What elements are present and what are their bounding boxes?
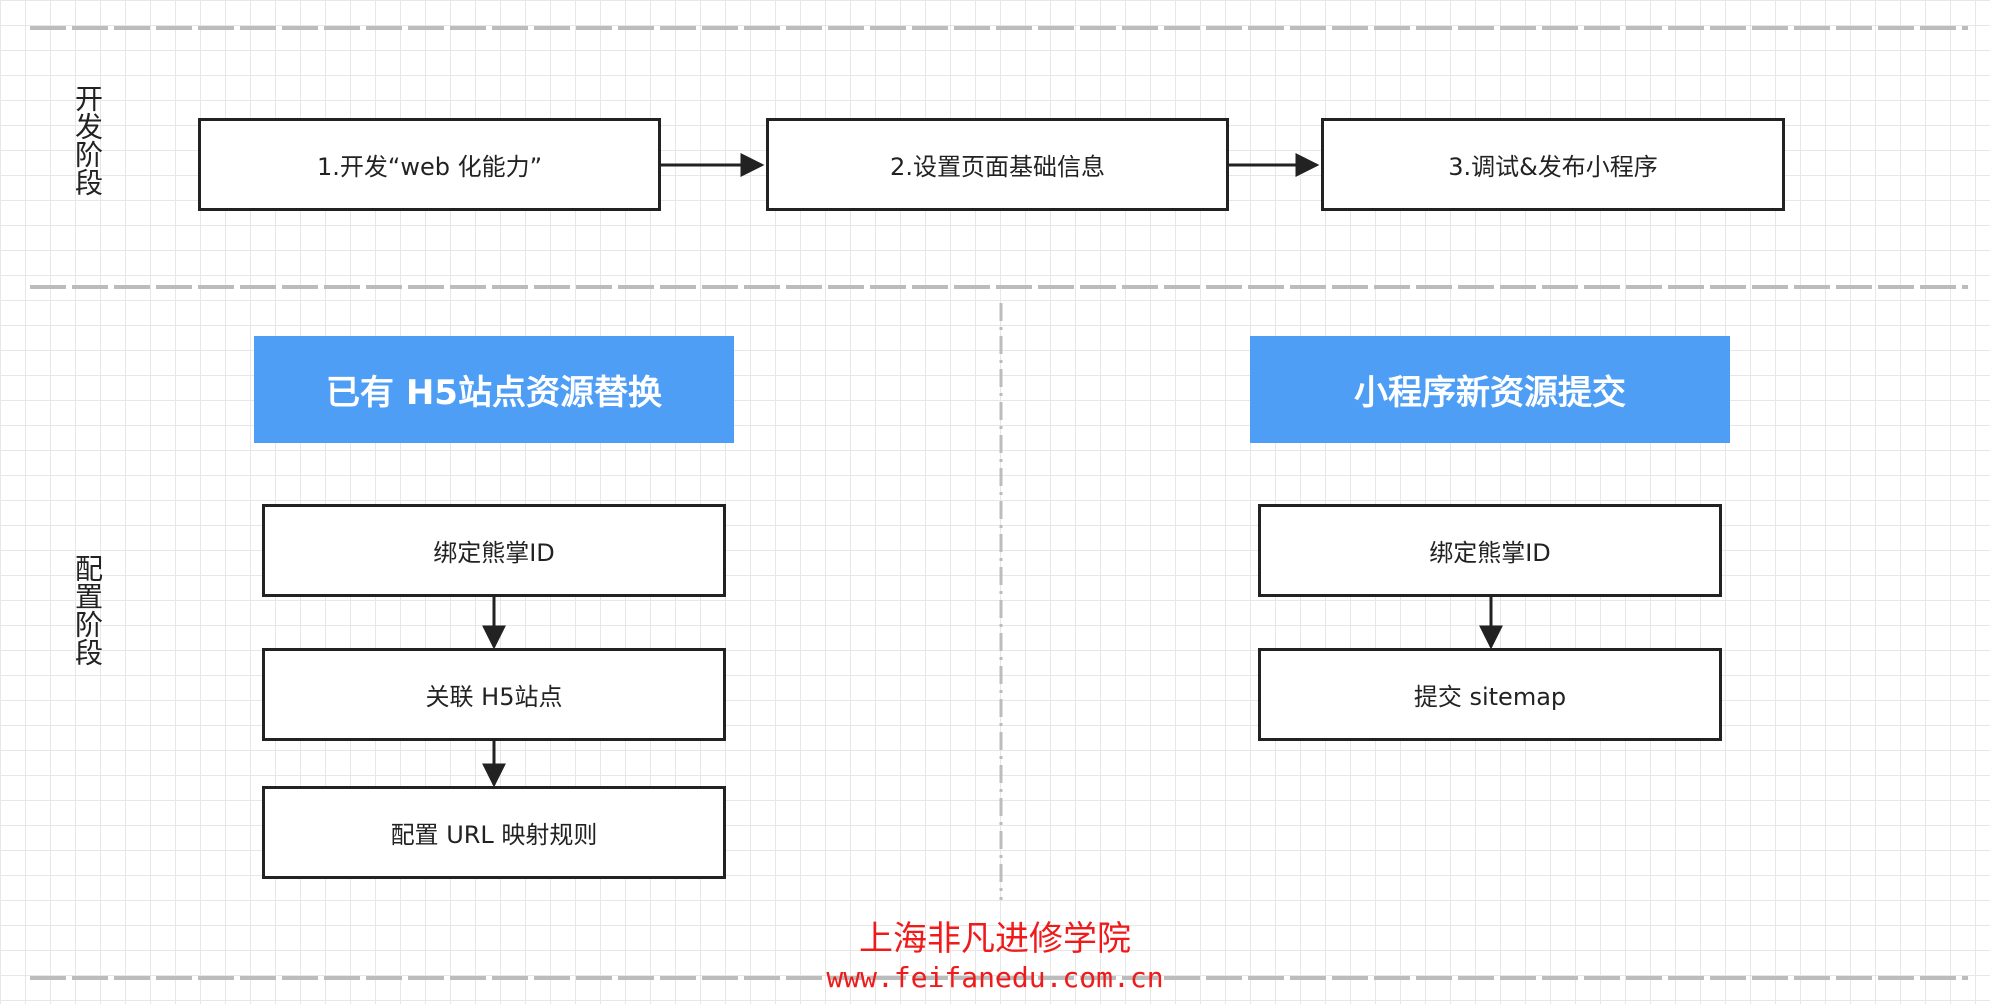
watermark-url: www.feifanedu.com.cn	[826, 961, 1164, 994]
configuration-stage-label: 配置阶段	[71, 554, 104, 666]
left-step-2: 关联 H5站点	[262, 648, 726, 741]
right-step-2: 提交 sitemap	[1258, 648, 1722, 741]
development-step-2: 2.设置页面基础信息	[766, 118, 1229, 211]
left-column-header: 已有 H5站点资源替换	[254, 336, 734, 443]
development-stage-label: 开发阶段	[71, 84, 104, 196]
development-step-3: 3.调试&发布小程序	[1321, 118, 1785, 211]
right-step-1: 绑定熊掌ID	[1258, 504, 1722, 597]
right-column-header: 小程序新资源提交	[1250, 336, 1730, 443]
left-step-3: 配置 URL 映射规则	[262, 786, 726, 879]
left-step-1: 绑定熊掌ID	[262, 504, 726, 597]
watermark-title: 上海非凡进修学院	[859, 919, 1131, 959]
development-step-1: 1.开发“web 化能力”	[198, 118, 661, 211]
